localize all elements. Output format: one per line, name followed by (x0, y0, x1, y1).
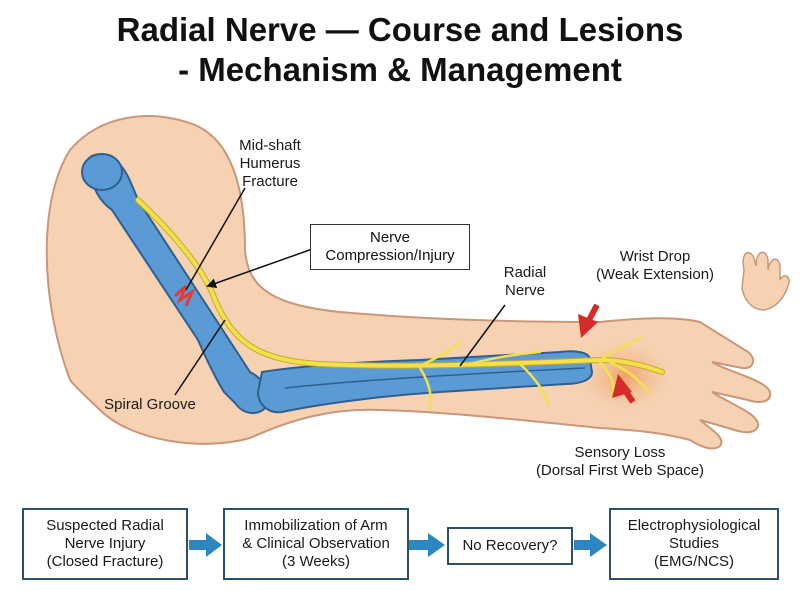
wrist-drop-label: Wrist Drop (Weak Extension) (585, 248, 725, 284)
leader-fracture (185, 187, 246, 291)
wrist-drop-hand-icon (741, 251, 790, 311)
sensory-loss-label-line-1: Sensory Loss (574, 444, 666, 461)
radius-ulna-line (284, 367, 586, 389)
radial-nerve-label: Radial Nerve (490, 264, 560, 300)
wrist-drop-arrow (578, 303, 600, 338)
flow-step-4-line-3: (EMG/NCS) (654, 553, 734, 570)
flow-step-2-line-1: Immobilization of Arm (244, 517, 388, 534)
humeral-head (81, 153, 123, 191)
fracture-label-line-1: Mid-shaft (239, 137, 301, 154)
leader-spiral-groove (174, 319, 226, 396)
leader-radial-nerve (459, 304, 506, 367)
fracture-label: Mid-shaft Humerus Fracture (225, 137, 315, 191)
compression-label-line-2: Compression/Injury (325, 247, 455, 264)
sensory-loss-area (579, 340, 671, 412)
wrist-drop-label-line-1: Wrist Drop (619, 248, 691, 265)
flow-step-no-recovery: No Recovery? (447, 527, 573, 565)
flow-step-electrophysiology: Electrophysiological Studies (EMG/NCS) (609, 508, 779, 580)
page-title: Radial Nerve — Course and Lesions - Mech… (0, 10, 800, 90)
wrist-drop-label-line-2: (Weak Extension) (595, 266, 715, 283)
flow-step-1-line-2: Nerve Injury (64, 535, 146, 552)
compression-label-box: Nerve Compression/Injury (310, 224, 470, 270)
fracture-mark (173, 284, 196, 307)
compression-label-line-1: Nerve (369, 229, 410, 246)
title-line-1: Radial Nerve — Course and Lesions (116, 11, 684, 48)
spiral-groove-label-text: Spiral Groove (104, 396, 196, 413)
sensory-loss-label-line-2: (Dorsal First Web Space) (535, 462, 705, 479)
fracture-label-line-3: Fracture (242, 173, 298, 190)
flow-step-2-line-3: (3 Weeks) (281, 553, 351, 570)
radial-nerve-label-line-1: Radial (503, 264, 547, 281)
sensory-loss-label: Sensory Loss (Dorsal First Web Space) (520, 444, 720, 480)
sensory-loss-arrow (612, 374, 636, 404)
flow-arrow-3 (574, 533, 607, 557)
title-line-2: - Mechanism & Management (178, 51, 622, 88)
flow-step-suspected-injury: Suspected Radial Nerve Injury (Closed Fr… (22, 508, 188, 580)
fracture-label-line-2: Humerus (239, 155, 301, 172)
flow-step-1-line-1: Suspected Radial (46, 517, 164, 534)
radial-nerve-label-line-2: Nerve (504, 282, 545, 299)
radial-nerve (135, 197, 665, 410)
leader-compression (206, 246, 319, 289)
flow-arrow-1 (189, 533, 222, 557)
flow-arrow-2 (409, 533, 445, 557)
flow-step-immobilization: Immobilization of Arm & Clinical Observa… (223, 508, 409, 580)
spiral-groove-label: Spiral Groove (90, 396, 210, 414)
flow-step-2-line-2: & Clinical Observation (242, 535, 390, 552)
flow-step-3-line-1: No Recovery? (462, 537, 558, 554)
flow-arrows (189, 533, 607, 557)
flow-step-1-line-3: (Closed Fracture) (46, 553, 164, 570)
flow-step-4-line-1: Electrophysiological (627, 517, 761, 534)
flow-step-4-line-2: Studies (668, 535, 720, 552)
